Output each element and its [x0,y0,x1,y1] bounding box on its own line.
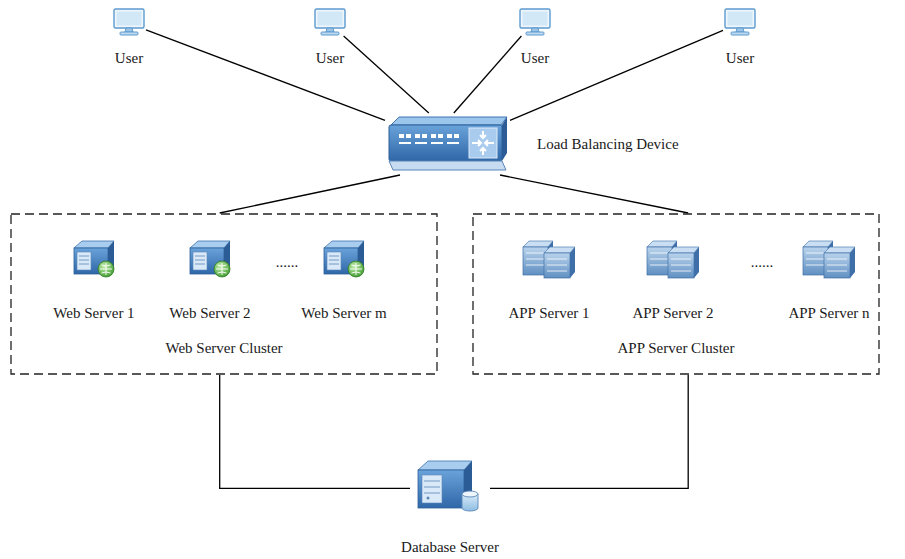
load-balancer: Load Balancing Device [385,113,510,175]
device-icon [800,238,858,280]
connector-line [220,375,410,488]
node-label: Database Server [401,538,499,556]
device-icon [320,238,368,280]
database-server: Database Server [410,458,490,513]
device-icon [410,458,490,513]
web-server: Web Server 2 [166,238,254,322]
connector-line [344,36,429,113]
server-label: APP Server n [785,304,873,322]
user-terminal: User [518,8,552,36]
node-label: User [316,49,344,67]
user-terminal: User [112,8,146,36]
server-cluster: APP Server Cluster APP Server 1 APP Server… [472,213,880,375]
device-icon [520,238,578,280]
user-terminal: User [723,8,757,36]
connector-line [510,30,723,120]
server-label: Web Server 2 [166,304,254,322]
node-label: User [115,49,143,67]
cluster-title: APP Server Cluster [618,339,735,357]
ellipsis-label: ...... [751,253,774,271]
device-icon [385,113,510,175]
server-label: APP Server 1 [505,304,593,322]
server-label: Web Server 1 [50,304,138,322]
device-icon [518,8,552,36]
device-icon [70,238,118,280]
device-icon [186,238,234,280]
web-server: Web Server m [298,238,390,322]
server-label: APP Server 2 [629,304,717,322]
app-server: APP Server 1 [505,238,593,322]
ellipsis-label: ...... [276,253,299,271]
web-server: Web Server 1 [50,238,138,322]
connector-line [500,175,688,213]
cluster-title: Web Server Cluster [165,339,282,357]
device-icon [112,8,146,36]
connector-line [146,30,385,121]
device-icon [313,8,347,36]
server-label: Web Server m [298,304,390,322]
device-icon [644,238,702,280]
server-cluster: Web Server Cluster Web Server 1 Web Server… [10,213,438,375]
node-label: Load Balancing Device [537,135,679,153]
user-terminal: User [313,8,347,36]
app-server: APP Server n [785,238,873,322]
node-label: User [726,49,754,67]
connector-line [454,36,522,113]
connector-line [490,375,688,488]
app-server: APP Server 2 [629,238,717,322]
connector-line [220,175,400,213]
node-label: User [521,49,549,67]
device-icon [723,8,757,36]
